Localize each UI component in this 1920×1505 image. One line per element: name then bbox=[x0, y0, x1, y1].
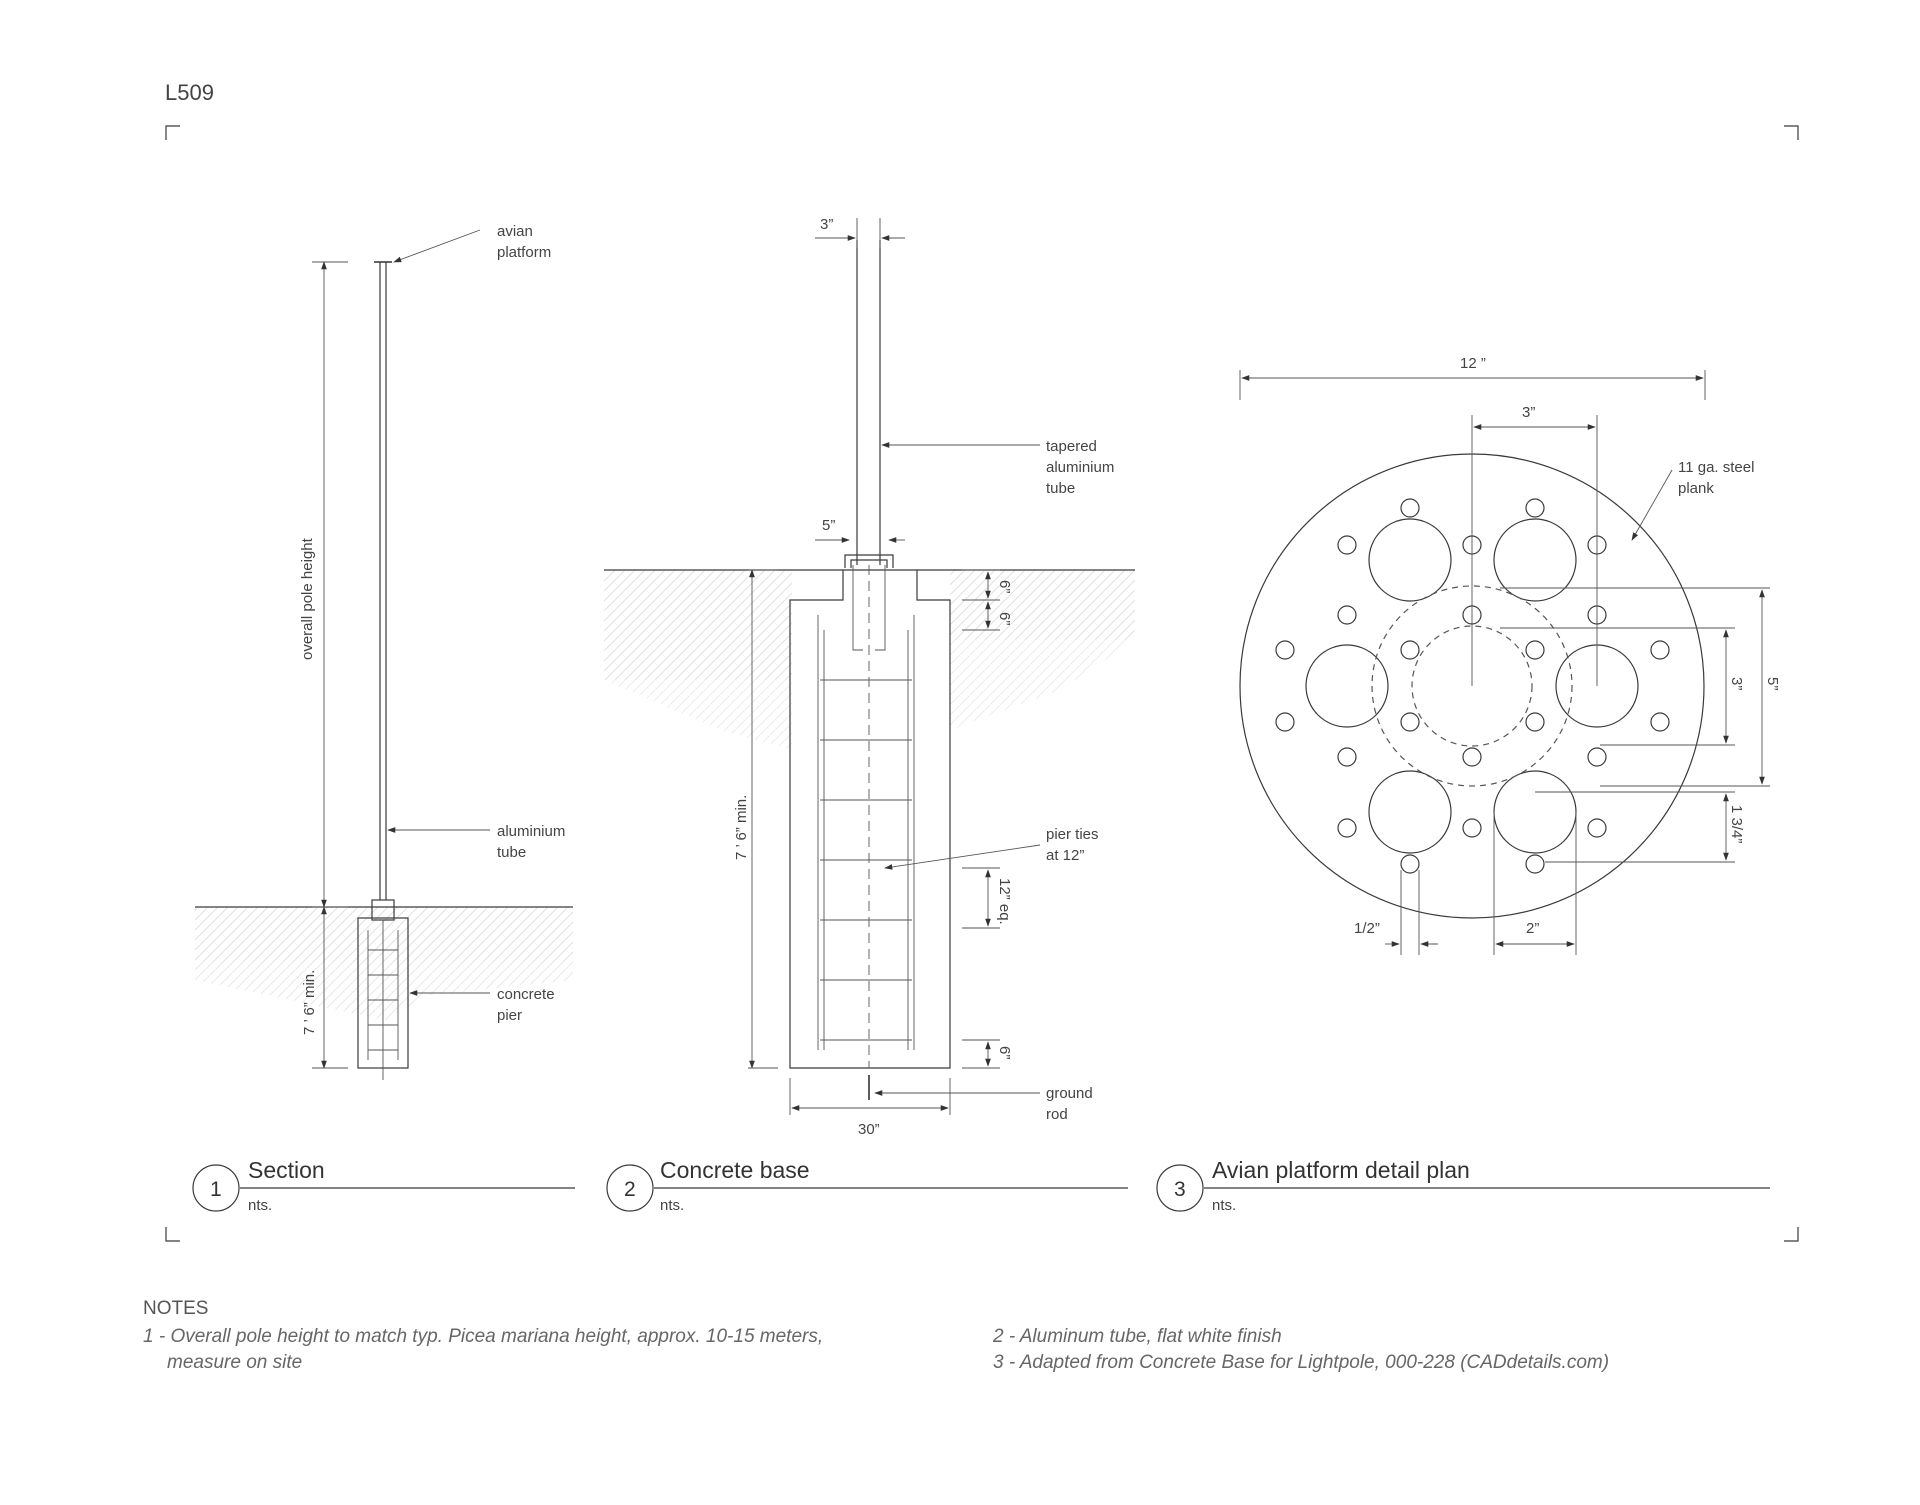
detail-number-1: 1 bbox=[210, 1178, 222, 1201]
label-overall-pole-height: overall pole height bbox=[299, 537, 316, 660]
concrete-base-detail bbox=[604, 218, 1135, 1115]
notes-heading: NOTES bbox=[143, 1298, 209, 1319]
label-ground-rod-1: ground bbox=[1046, 1085, 1093, 1102]
detail-number-2: 2 bbox=[624, 1178, 636, 1201]
label-pier-ties-1: pier ties bbox=[1046, 826, 1099, 843]
sheet-id: L509 bbox=[165, 80, 214, 105]
detail-number-3: 3 bbox=[1174, 1178, 1186, 1201]
dim-inner-spacing: 3” bbox=[1522, 404, 1535, 421]
title-block-1 bbox=[192, 1164, 575, 1212]
detail-scale-2: nts. bbox=[660, 1197, 684, 1214]
dim-top-6a: 6” bbox=[996, 580, 1013, 593]
detail-scale-1: nts. bbox=[248, 1197, 272, 1214]
dim-platform-1-3-4: 1 3/4” bbox=[1728, 805, 1745, 843]
label-ground-rod-2: rod bbox=[1046, 1106, 1068, 1123]
detail-title-1: Section bbox=[248, 1157, 325, 1183]
label-avian-platform-2: platform bbox=[497, 244, 551, 261]
title-block-2 bbox=[606, 1164, 1128, 1212]
dim-platform-5: 5” bbox=[1764, 677, 1781, 690]
label-section-depth: 7 ’ 6” min. bbox=[301, 970, 318, 1035]
detail-scale-3: nts. bbox=[1212, 1197, 1236, 1214]
avian-platform-plan bbox=[1239, 370, 1770, 955]
label-steel-plank-2: plank bbox=[1678, 480, 1714, 497]
label-aluminium-tube-1: aluminium bbox=[497, 823, 565, 840]
label-concrete-pier-1: concrete bbox=[497, 986, 555, 1003]
dim-tie-spacing: 12” eq. bbox=[996, 878, 1013, 925]
label-pier-ties-2: at 12” bbox=[1046, 847, 1084, 864]
dim-tube-diameter: 3” bbox=[820, 216, 833, 233]
note-1-line-1: 1 - Overall pole height to match typ. Pi… bbox=[143, 1326, 824, 1347]
title-block-3 bbox=[1156, 1164, 1770, 1212]
label-steel-plank-1: 11 ga. steel bbox=[1678, 459, 1754, 476]
dim-base-width: 30” bbox=[858, 1121, 880, 1138]
dim-base-depth: 7 ’ 6” min. bbox=[733, 795, 750, 860]
dim-bottom-6: 6” bbox=[996, 1046, 1013, 1059]
note-1-line-2: measure on site bbox=[167, 1352, 303, 1373]
note-2: 2 - Aluminum tube, flat white finish bbox=[993, 1326, 1282, 1347]
dim-platform-3: 3” bbox=[1728, 677, 1745, 690]
detail-title-3: Avian platform detail plan bbox=[1212, 1157, 1470, 1183]
sheet-corner-marks bbox=[165, 125, 1799, 1242]
label-tapered-2: aluminium bbox=[1046, 459, 1114, 476]
dim-top-6b: 6” bbox=[996, 612, 1013, 625]
dim-platform-diameter: 12 ” bbox=[1460, 355, 1486, 372]
note-3: 3 - Adapted from Concrete Base for Light… bbox=[993, 1352, 1610, 1373]
label-aluminium-tube-2: tube bbox=[497, 844, 526, 861]
label-tapered-1: tapered bbox=[1046, 438, 1097, 455]
detail-title-2: Concrete base bbox=[660, 1157, 810, 1183]
dim-platform-2: 2” bbox=[1526, 920, 1539, 937]
label-tapered-3: tube bbox=[1046, 480, 1075, 497]
dim-sleeve-width: 5” bbox=[822, 517, 835, 534]
label-concrete-pier-2: pier bbox=[497, 1007, 522, 1024]
label-avian-platform-1: avian bbox=[497, 223, 533, 240]
section-detail bbox=[195, 229, 573, 1080]
dim-platform-half: 1/2” bbox=[1354, 920, 1380, 937]
